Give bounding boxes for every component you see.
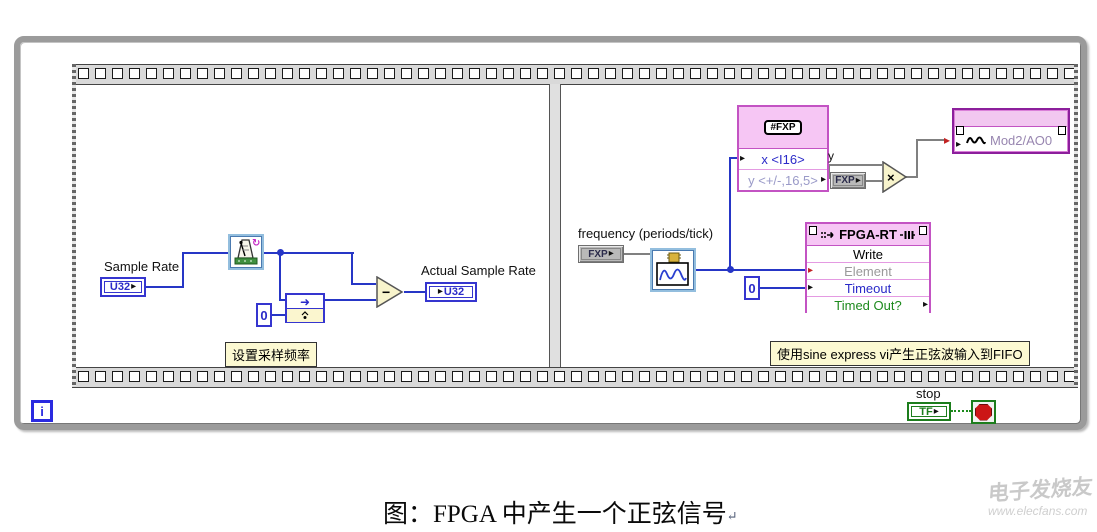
fifo-timeout-row: Timeout xyxy=(844,280,892,296)
stop-sign-icon xyxy=(975,403,992,421)
wire-segment xyxy=(760,287,805,289)
figure-caption: 图：FPGA 中产生一个正弦信号↵ xyxy=(383,501,738,528)
actual-sample-rate-indicator-terminal[interactable]: ▸U32 xyxy=(425,282,477,302)
wire-segment xyxy=(264,252,354,254)
sample-rate-label: Sample Rate xyxy=(104,259,180,274)
fifo-gate-icon xyxy=(899,230,915,239)
feedback-arrow-icon: ➜ xyxy=(287,295,323,309)
wire-segment xyxy=(146,286,184,288)
while-loop-border[interactable] xyxy=(14,36,1087,430)
fifo-write-node[interactable]: FPGA-RT Write ▸ Element ▸ Timeout Timed … xyxy=(805,222,931,313)
wire-segment xyxy=(906,176,918,178)
feedback-node[interactable]: ➜ xyxy=(285,293,325,323)
subtract-function[interactable]: − xyxy=(376,275,404,313)
ao-channel-name: Mod2/AO0 xyxy=(990,132,1053,148)
wire-segment xyxy=(729,157,738,159)
iteration-terminal[interactable]: i xyxy=(31,400,53,422)
wire-segment xyxy=(272,314,285,316)
wire-segment xyxy=(828,165,830,179)
input-arrow-icon: ▸ xyxy=(740,153,746,164)
wire-segment xyxy=(182,252,228,254)
fifo-timedout-row: Timed Out? xyxy=(834,297,902,313)
wire-segment xyxy=(351,252,353,285)
multiply-function[interactable]: × xyxy=(882,160,908,198)
wire-segment xyxy=(729,158,731,270)
wire-segment xyxy=(916,139,918,178)
wire-segment xyxy=(624,253,650,255)
analog-output-io-node[interactable]: ▸ Mod2/AO0 xyxy=(952,108,1070,154)
wire-segment xyxy=(828,164,882,166)
control-out-arrow-icon: ▸ xyxy=(131,281,137,292)
page-glyph-icon xyxy=(1058,126,1066,135)
sequence-left-border xyxy=(72,64,76,386)
to-fxp-x-row: x <I16> xyxy=(761,151,805,167)
stop-label: stop xyxy=(916,386,941,401)
fifo-title: FPGA-RT xyxy=(839,227,897,242)
zero-constant[interactable]: 0 xyxy=(744,276,760,300)
wire-segment xyxy=(279,252,281,301)
frequency-label: frequency (periods/tick) xyxy=(578,226,714,241)
page-glyph-icon xyxy=(956,126,964,135)
wire-segment xyxy=(182,252,184,288)
stop-boolean-terminal[interactable]: TF▸ xyxy=(907,402,951,421)
wire-segment xyxy=(696,269,730,271)
left-frame-comment-label: 设置采样频率 xyxy=(225,342,318,367)
metronome-icon: ↻ xyxy=(234,238,260,265)
indicator-in-arrow-icon: ▸ xyxy=(437,286,443,297)
wire-segment xyxy=(866,180,882,182)
sequence-right-border xyxy=(1074,64,1078,386)
watermark-url: www.elecfans.com xyxy=(988,504,1088,518)
control-out-arrow-icon: ▸ xyxy=(608,248,614,259)
loop-timer-vi-icon[interactable]: ↻ xyxy=(228,234,264,270)
analog-waveform-icon xyxy=(966,136,986,145)
coercion-red-arrow-icon: ▸ xyxy=(944,133,951,147)
input-arrow-icon: ▸ xyxy=(808,265,814,276)
multiply-sign: × xyxy=(887,170,895,185)
wire-segment xyxy=(351,283,376,285)
sequence-top-border xyxy=(72,64,1078,85)
fifo-method: Write xyxy=(852,246,884,262)
wire-segment xyxy=(916,139,946,141)
fifo-in-arrow-icon xyxy=(821,231,834,238)
fifo-element-row: Element xyxy=(844,263,892,279)
zero-constant[interactable]: 0 xyxy=(256,303,272,327)
sequence-bottom-border xyxy=(72,367,1078,388)
right-frame-comment-label: 使用sine express vi产生正弦波输入到FIFO xyxy=(770,341,1030,366)
boolean-wire-segment xyxy=(951,410,971,412)
subtract-sign: − xyxy=(382,284,390,300)
actual-sample-rate-label: Actual Sample Rate xyxy=(421,263,536,278)
frequency-control-terminal[interactable]: FXP▸ xyxy=(578,245,624,263)
wire-segment xyxy=(279,299,285,301)
output-arrow-icon: ▸ xyxy=(820,174,826,185)
page-glyph-icon xyxy=(809,226,817,235)
sine-generator-express-vi-icon[interactable] xyxy=(650,248,696,292)
svg-text:↻: ↻ xyxy=(252,238,260,249)
paragraph-return-mark: ↵ xyxy=(726,508,738,524)
y-wire-label: y xyxy=(828,149,834,163)
to-fxp-convert-node[interactable]: #FXP ▸ x <I16> y <+/-,16,5> ▸ xyxy=(737,105,829,192)
wire-segment xyxy=(325,299,376,301)
input-arrow-icon: ▸ xyxy=(956,139,962,150)
control-out-arrow-icon: ▸ xyxy=(933,405,939,417)
wire-segment xyxy=(404,291,425,293)
control-out-arrow-icon: ▸ xyxy=(855,174,861,186)
page-glyph-icon xyxy=(919,226,927,235)
sine-wave-chip-icon xyxy=(656,252,689,286)
wire-segment xyxy=(729,269,805,271)
sequence-frame-divider xyxy=(549,84,561,367)
loop-condition-terminal[interactable] xyxy=(971,400,996,424)
to-fxp-y-row: y <+/-,16,5> xyxy=(748,172,818,188)
to-fxp-icon: #FXP xyxy=(764,120,802,135)
input-arrow-icon: ▸ xyxy=(808,282,814,293)
output-arrow-icon: ▸ xyxy=(922,299,928,310)
fxp-terminal[interactable]: FXP▸ xyxy=(830,172,866,189)
sample-rate-control-terminal[interactable]: U32▸ xyxy=(100,277,146,297)
feedback-initializer-icon xyxy=(287,309,323,322)
watermark-logo: 电子发烧友 xyxy=(987,475,1094,506)
